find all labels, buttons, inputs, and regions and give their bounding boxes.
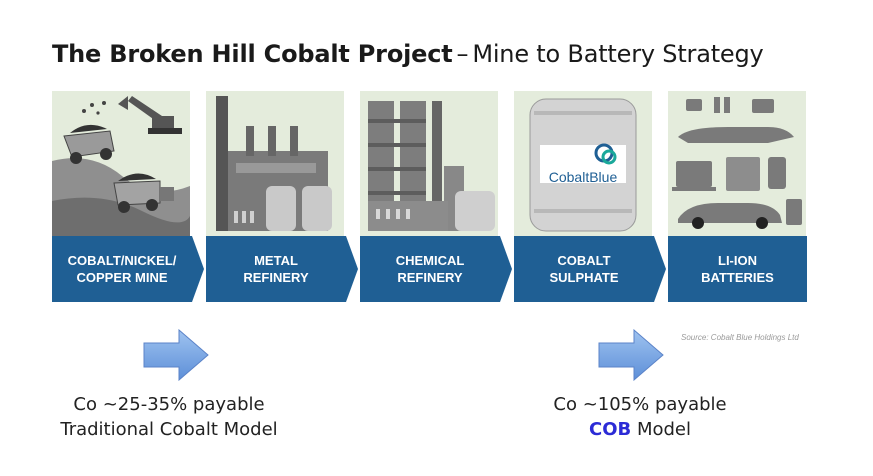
cobaltblue-logo-text: CobaltBlue [548, 169, 618, 185]
source-note: Source: Cobalt Blue Holdings Ltd [681, 333, 799, 342]
arrow-right-icon [598, 329, 664, 381]
stage-label: LI-ION BATTERIES [668, 236, 807, 302]
chevron-right-icon [654, 236, 666, 302]
stage-cobalt-sulphate: CobaltBlue COBALT SULPHATE [514, 91, 666, 302]
cob-model-rest: Model [631, 419, 691, 440]
metal-refinery-icon [206, 91, 344, 236]
stage-label: COBALT SULPHATE [514, 236, 654, 302]
cob-model-text: COB Model [540, 417, 740, 442]
battery-products-icon [668, 91, 806, 236]
chevron-right-icon [192, 236, 204, 302]
chevron-right-icon [346, 236, 358, 302]
title-dash: – [456, 40, 469, 68]
page-title: The Broken Hill Cobalt Project–Mine to B… [52, 40, 764, 68]
traditional-model-text: Traditional Cobalt Model [60, 419, 278, 440]
cob-payable-text: Co ~105% payable [553, 394, 727, 415]
traditional-model-note: Co ~25-35% payable Traditional Cobalt Mo… [54, 392, 284, 442]
stage-chemical-refinery: CHEMICAL REFINERY [360, 91, 512, 302]
cob-model-note: Co ~105% payable COB Model [540, 392, 740, 442]
cob-highlight: COB [589, 419, 632, 440]
chemical-refinery-icon [360, 91, 498, 236]
title-subtitle: Mine to Battery Strategy [472, 40, 764, 68]
stage-metal-refinery: METAL REFINERY [206, 91, 358, 302]
cobalt-sulphate-drum-icon: CobaltBlue [514, 91, 652, 236]
arrow-right-icon [143, 329, 209, 381]
stage-label: CHEMICAL REFINERY [360, 236, 500, 302]
traditional-payable-text: Co ~25-35% payable [73, 394, 265, 415]
stage-li-ion-batteries: LI-ION BATTERIES [668, 91, 808, 302]
stage-label: METAL REFINERY [206, 236, 346, 302]
mine-trucks-excavator-icon [52, 91, 190, 236]
stage-label: COBALT/NICKEL/ COPPER MINE [52, 236, 192, 302]
stage-mine: COBALT/NICKEL/ COPPER MINE [52, 91, 204, 302]
chevron-right-icon [500, 236, 512, 302]
title-project: The Broken Hill Cobalt Project [52, 40, 453, 68]
